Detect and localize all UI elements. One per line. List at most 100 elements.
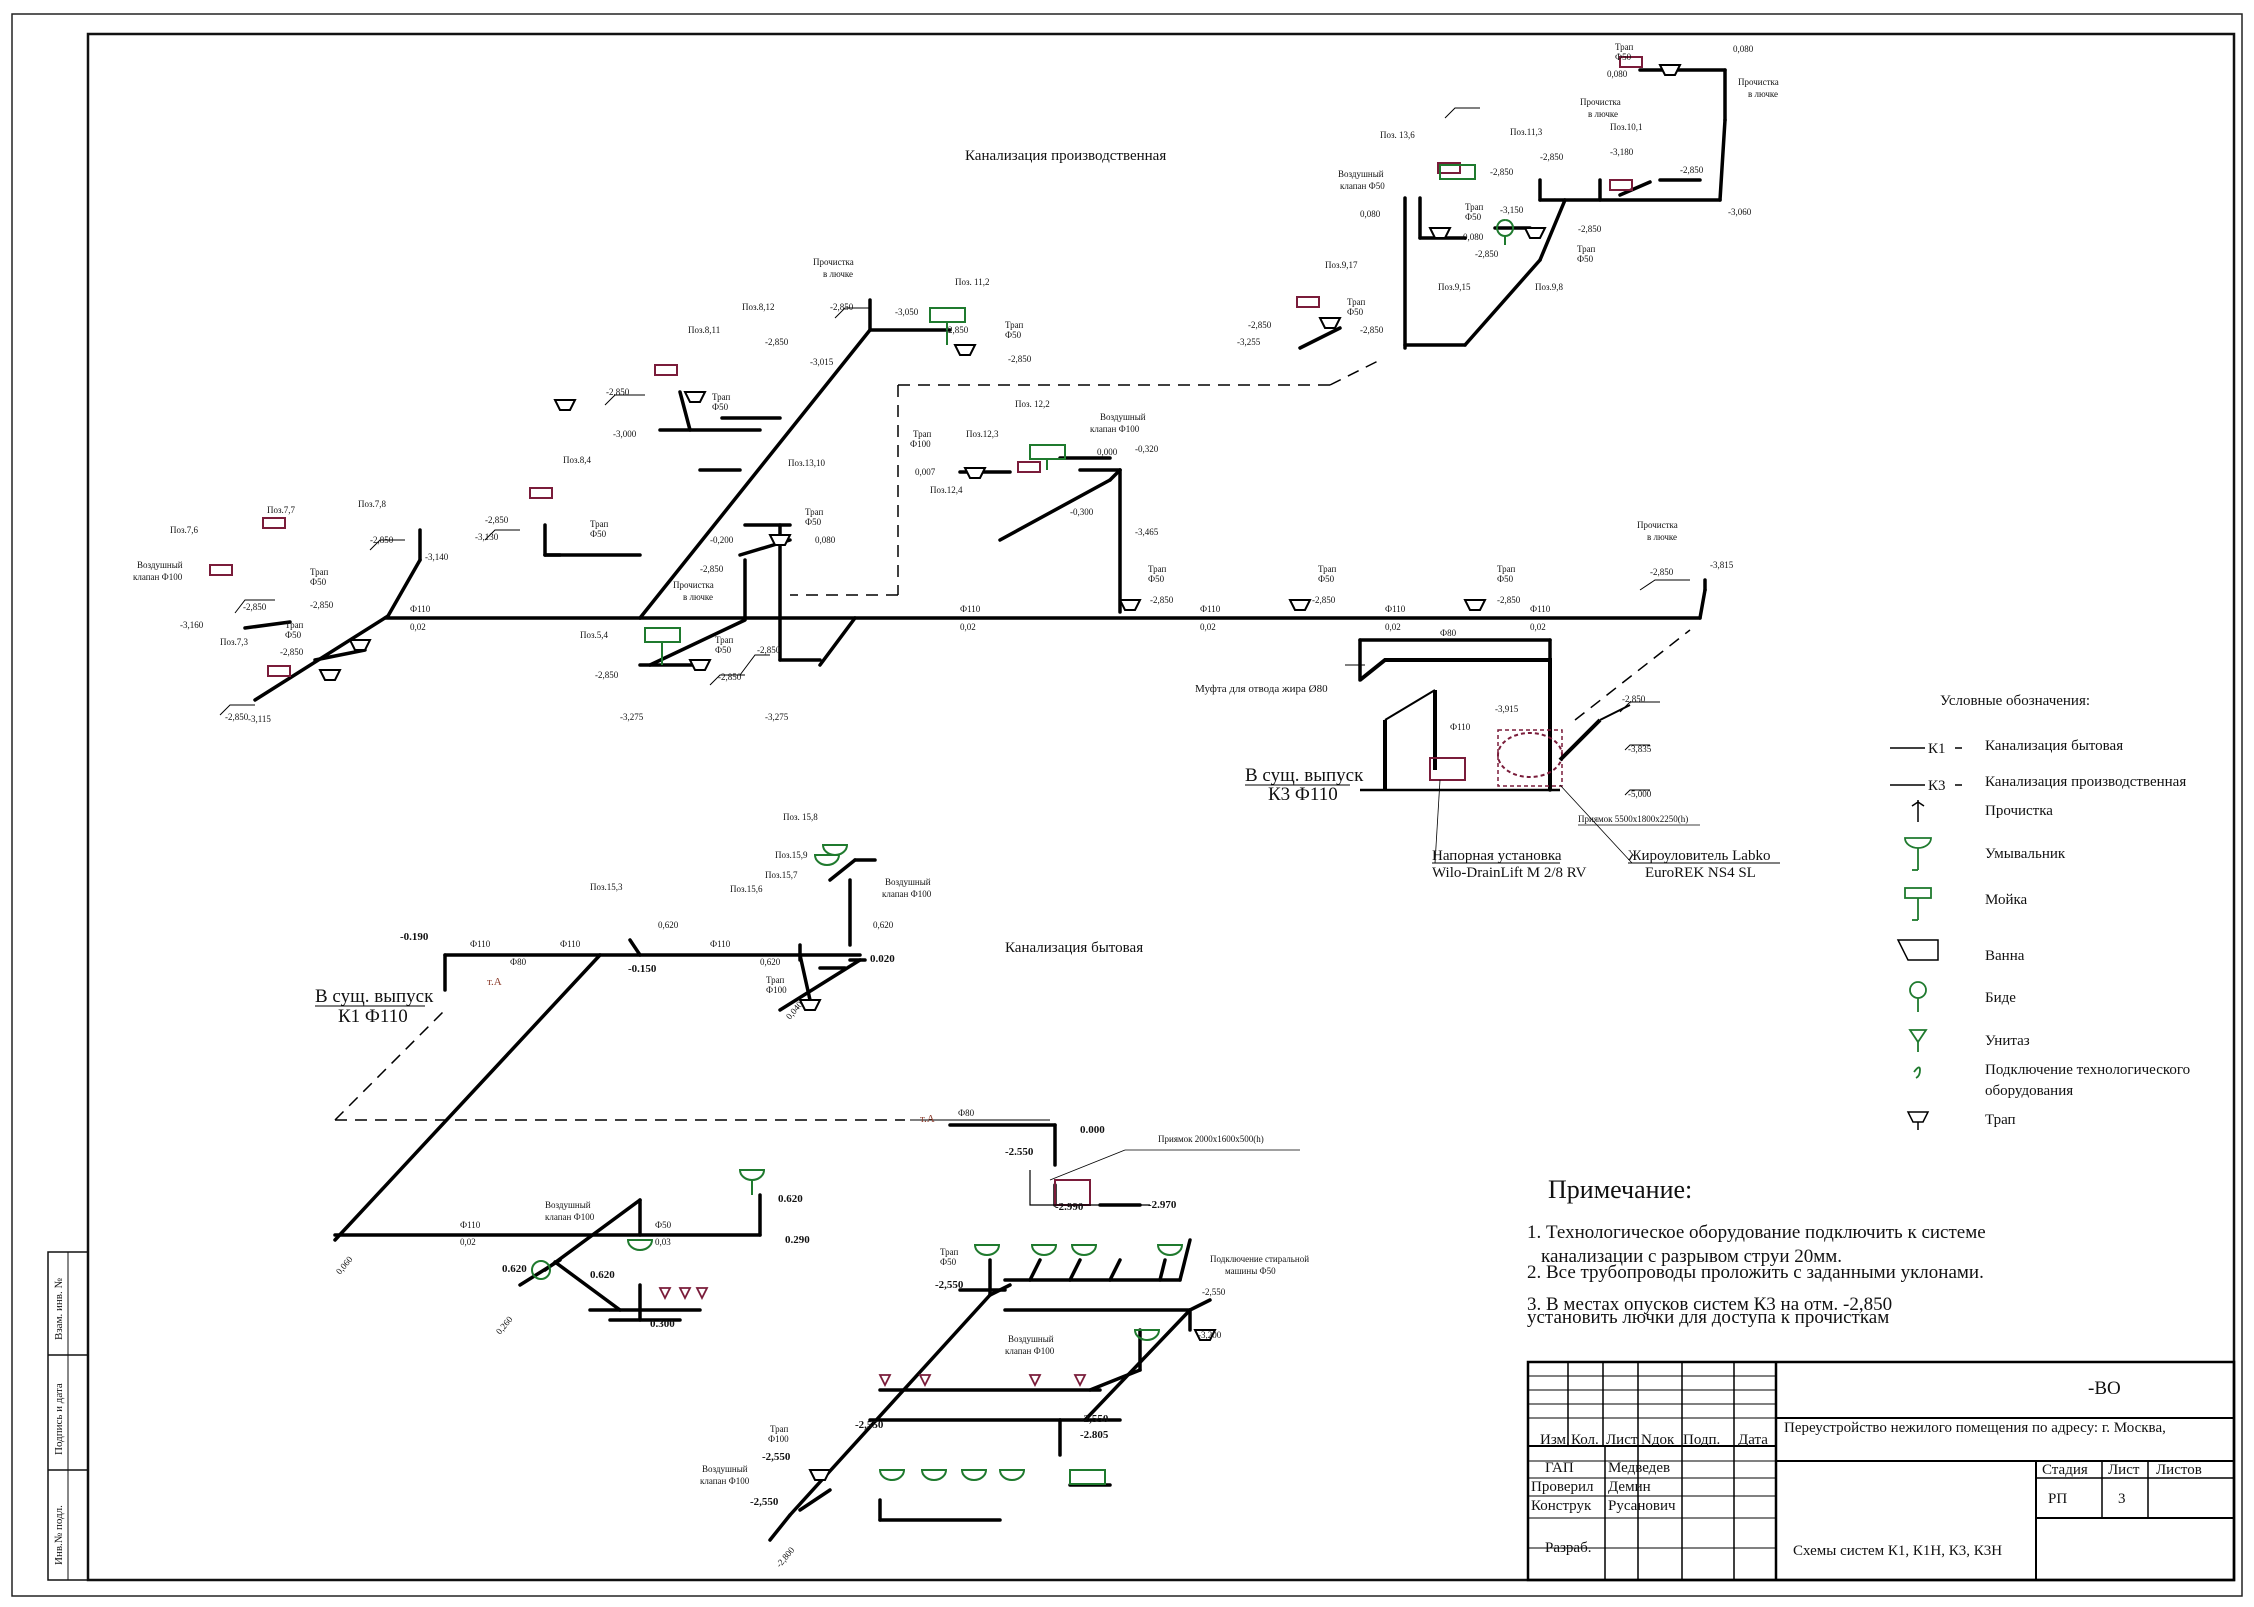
trap-label-10: Трап [1318,564,1337,574]
k1-d-7: Ф80 [958,1108,975,1118]
note-1-line2: канализации с разрывом струи 20мм. [1541,1246,1842,1267]
elev-8-16: -2,850 [757,645,781,655]
k1-elev-27: -2,800 [774,1545,797,1570]
tag-poz-8-11: Поз.8,11 [688,325,720,335]
inner-frame [86,32,2236,1582]
k1-point-a-2: т.А [920,1113,935,1125]
k1-outlet-line1: В сущ. выпуск [315,986,434,1007]
tag-poz-9-17: Поз.9,17 [1325,260,1358,270]
k1-d-4: Ф80 [510,957,527,967]
note-2: 2. Все трубопроводы проложить с заданным… [1527,1262,1984,1283]
trap-d-14: Ф50 [1577,254,1594,264]
tb-col-ndok: Nдок [1641,1432,1675,1448]
k1-elev-20: -2,550 [1202,1287,1226,1297]
elev-pump-3: -3,835 [1628,744,1652,754]
tag-poz-9-15: Поз.9,15 [1438,282,1471,292]
pump-label-1: Напорная установка [1432,848,1562,864]
k1-elev-19: -2,550 [935,1279,964,1291]
valve-label-7b: клапан Ф100 [700,1476,750,1486]
cleanout-3a: Прочистка [1637,520,1678,530]
tag-poz-8-12: Поз.8,12 [742,302,775,312]
k1-elev-25: -2,550 [762,1451,791,1463]
trap-d-15: Ф50 [1615,52,1632,62]
elev-8-4: -3,000 [613,429,637,439]
legend-k1-label: Канализация бытовая [1985,738,2123,754]
legend-k3-gap [1925,775,1955,793]
grease-label-1: Жироуловитель Labko [1628,848,1770,864]
legend-bidet: Биде [1985,990,2016,1006]
side-vzam-inv: Взам. инв. № [53,1278,65,1340]
trap-label-6: Трап [805,507,824,517]
k1-elev-13: 0.620 [778,1193,803,1205]
elev-7-3: -2,850 [310,600,334,610]
tag-poz-15-9: Поз.15,9 [775,850,808,860]
tag-poz-15-6: Поз.15,6 [730,884,763,894]
trap-d-2: Ф50 [285,630,302,640]
cleanout-4b: в лючке [1588,109,1618,119]
elev-12-5: -3,465 [1135,527,1159,537]
legend-toilet: Унитаз [1985,1033,2030,1049]
legend-title: Условные обозначения: [1940,693,2090,709]
valve-label-3a: Воздушный [1338,169,1384,179]
sink-icon [1904,887,1932,921]
tb-sheets-label: Листов [2156,1462,2202,1478]
trap-label-15: Трап [1615,42,1634,52]
k1-elev-4: 0,620 [873,920,894,930]
trap-d-7: Ф50 [715,645,732,655]
elev-8-11: -0,200 [710,535,734,545]
tag-poz-12-4: Поз.12,4 [930,485,963,495]
elev-12-7: -2,850 [1312,595,1336,605]
pit-k1-label: Приямок 2000х1600х500(h) [1158,1134,1264,1144]
elev-12-1: 0,007 [915,467,936,477]
cleanout-2b: в лючке [683,592,713,602]
k1-d-6: Ф50 [655,1220,672,1230]
k3-pipes [243,68,1727,792]
elev-9-6: -3,150 [1500,205,1524,215]
trap-d-8: Ф100 [910,439,931,449]
k1-d-1: Ф110 [470,939,491,949]
elev-9-1: -2,850 [1248,320,1272,330]
elev-12-10: -3,815 [1710,560,1734,570]
cleanout-1b: в лючке [823,269,853,279]
k3-elev-markers [219,107,1690,796]
trap-d-k1-3: Ф100 [768,1434,789,1444]
k1-elev-16: 0.620 [590,1269,615,1281]
s-main-4: 0,02 [1385,622,1401,632]
elev-12-9: -2,850 [1650,567,1674,577]
elev-8-8: -3,050 [895,307,919,317]
k1-elev-14: 0.290 [785,1234,810,1246]
elev-pump-4: -5,000 [1628,789,1652,799]
k1-elev-2: -0.150 [628,963,657,975]
valve-label-3b: клапан Ф50 [1340,181,1385,191]
d-main-3: Ф110 [1200,604,1221,614]
elev-12-2: 0,000 [1097,447,1118,457]
tb-konstr-name: Русанович [1608,1498,1676,1514]
trap-label-4: Трап [712,392,731,402]
legend-k1-gap [1925,738,1955,756]
k1-d-2: Ф110 [560,939,581,949]
elev-11-6: -3,060 [1728,207,1752,217]
valve-label-5a: Воздушный [545,1200,591,1210]
k1-point-a-1: т.А [487,976,502,988]
elev-8-3: -2,850 [606,387,630,397]
cleanout-icon [1911,800,1925,822]
trap-icon [1906,1111,1930,1130]
k1-elev-21: -3,200 [1198,1330,1222,1340]
valve-label-1b: клапан Ф100 [133,572,183,582]
elev-7-2: -3,160 [180,620,204,630]
k1-labels: В сущ. выпуск К1 Ф110 -0.190 т.А -0.150 … [315,812,1309,1569]
tb-gap-role: ГАП [1545,1460,1574,1476]
trap-label-14: Трап [1577,244,1596,254]
elev-8-14: -2,850 [595,670,619,680]
s-main-2: 0,02 [960,622,976,632]
cleanout-2a: Прочистка [673,580,714,590]
cleanout-1a: Прочистка [813,257,854,267]
k3-equipment [209,56,1643,677]
tb-razrab-role: Разраб. [1545,1540,1591,1556]
d-main-5: Ф110 [1530,604,1551,614]
s-main-1: 0,02 [410,622,426,632]
elev-9-5: -0,080 [1460,232,1484,242]
legend-equipment-2: оборудования [1985,1083,2073,1099]
grease-leader [1559,784,1633,864]
trap-label-7: Трап [715,635,734,645]
